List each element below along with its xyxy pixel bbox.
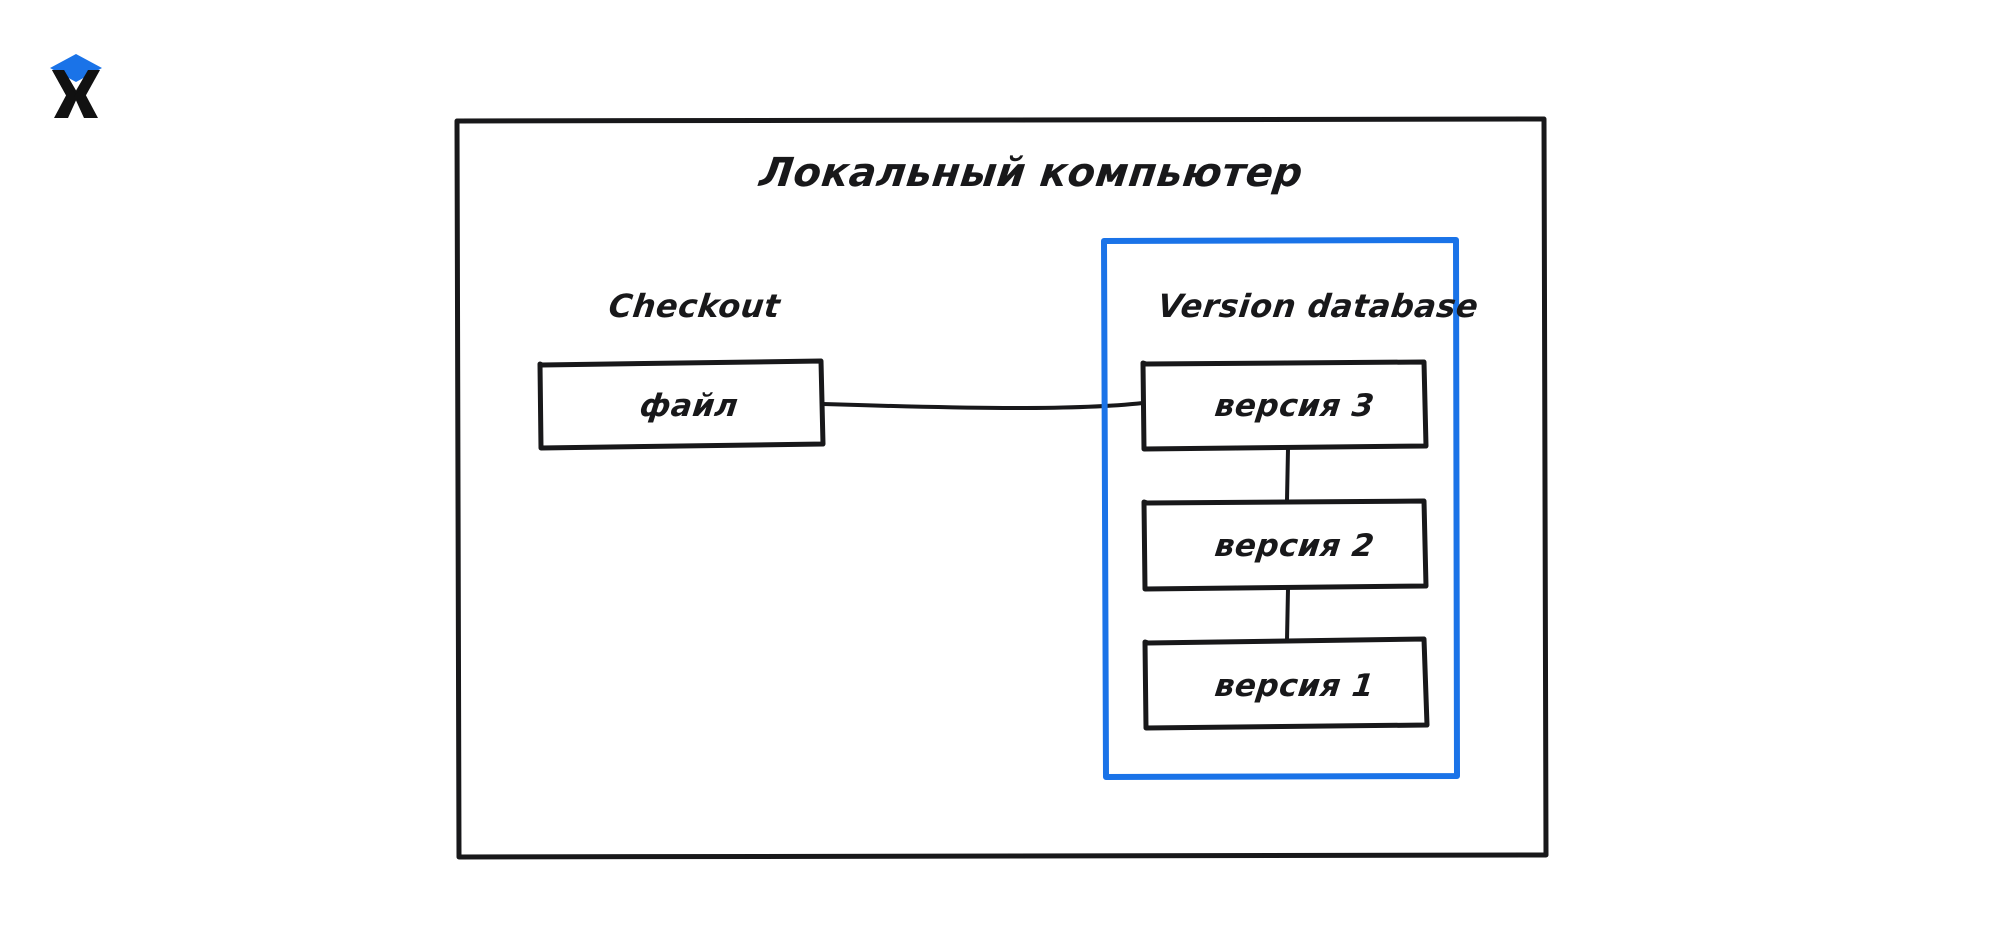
checkout-label: Checkout bbox=[606, 287, 783, 325]
version-database-container bbox=[1101, 237, 1460, 780]
x-diamond-logo bbox=[44, 48, 108, 128]
local-computer-container bbox=[454, 116, 1549, 860]
version-3-box bbox=[1140, 359, 1429, 452]
version-database-label: Version database bbox=[1155, 287, 1481, 325]
file-node-label: файл bbox=[637, 388, 741, 424]
connector-version-3-to-version-2 bbox=[1285, 447, 1290, 502]
file-box bbox=[537, 358, 826, 451]
version-2-label: версия 2 bbox=[1212, 528, 1377, 564]
version-2-box bbox=[1141, 498, 1429, 592]
letter-x-icon bbox=[52, 70, 100, 118]
version-1-box bbox=[1142, 636, 1430, 731]
version-1-label: версия 1 bbox=[1212, 668, 1377, 704]
version-3-label: версия 3 bbox=[1212, 388, 1377, 424]
page-title: Локальный компьютер bbox=[757, 150, 1306, 196]
connector-version-2-to-version-1 bbox=[1285, 587, 1290, 642]
connector-file-to-version-3 bbox=[821, 401, 1145, 411]
